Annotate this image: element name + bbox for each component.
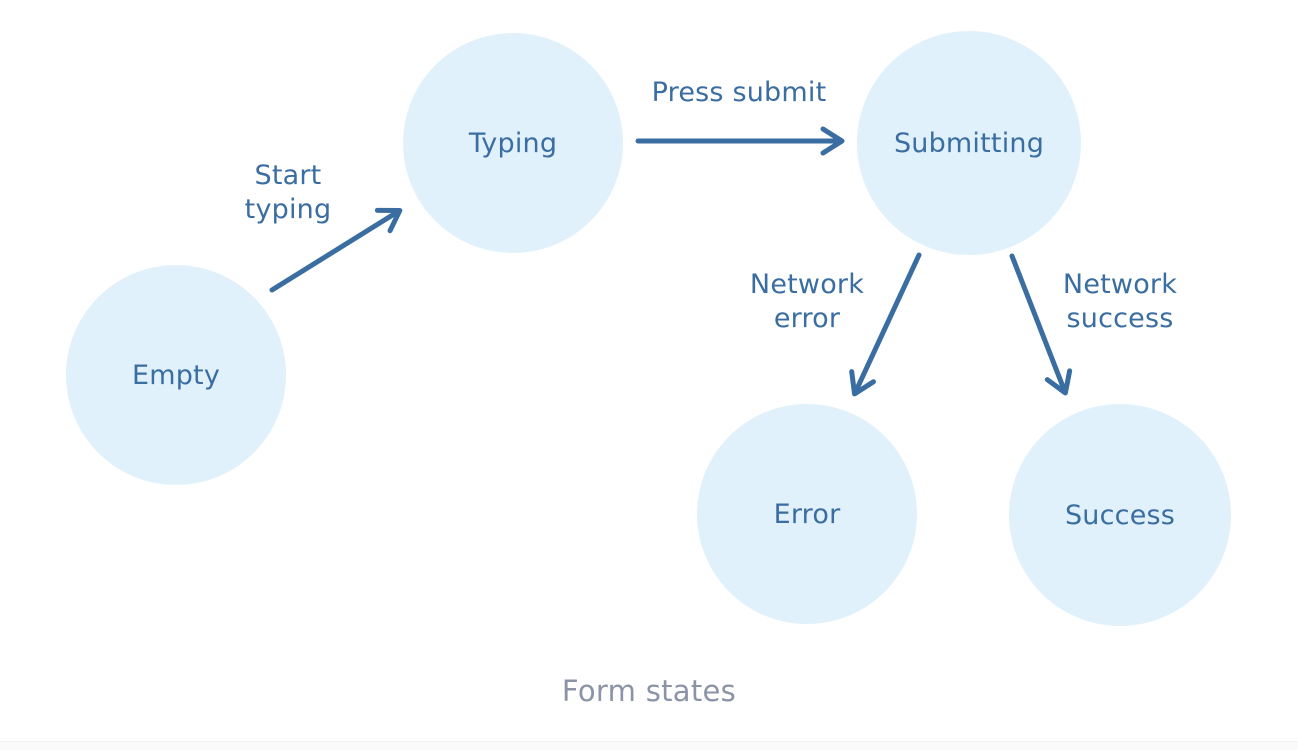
state-label-empty: Empty <box>131 359 221 391</box>
state-label-success: Success <box>1064 499 1176 531</box>
state-label-typing: Typing <box>468 127 558 159</box>
state-node-submitting: Submitting <box>857 31 1081 255</box>
state-node-success: Success <box>1009 404 1231 626</box>
edge-label-network-error: Network error <box>749 269 865 334</box>
state-node-empty: Empty <box>66 265 286 485</box>
state-label-submitting: Submitting <box>893 127 1045 159</box>
edge-label-press-submit: Press submit <box>651 77 827 108</box>
footer-strip <box>0 741 1298 750</box>
state-node-error: Error <box>697 404 917 624</box>
edge-label-network-success: Network success <box>1062 269 1178 334</box>
diagram-caption: Form states <box>561 674 737 708</box>
edge-label-start-typing: Start typing <box>244 160 332 225</box>
state-node-typing: Typing <box>403 33 623 253</box>
state-label-error: Error <box>773 498 841 530</box>
